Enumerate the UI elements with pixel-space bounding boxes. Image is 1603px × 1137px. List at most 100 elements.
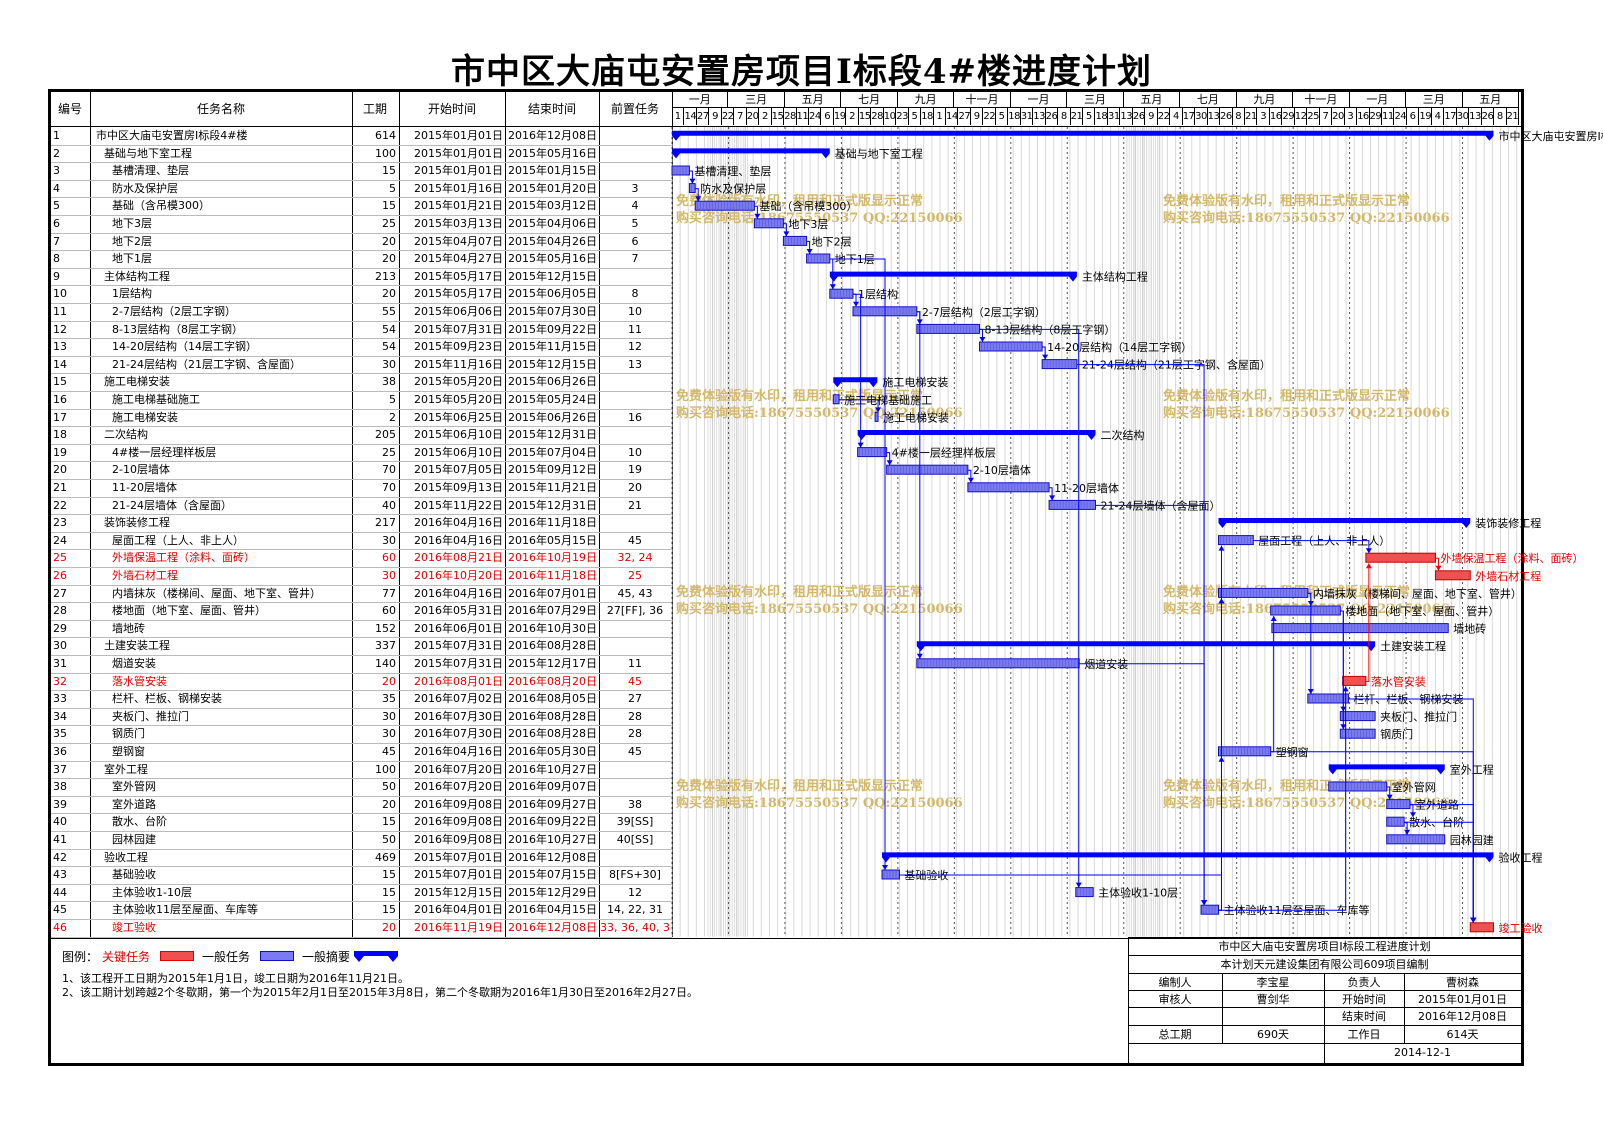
dependency-arrow bbox=[967, 477, 974, 483]
task-name: 外墙石材工程 bbox=[112, 569, 178, 582]
timeline-month: 五月 bbox=[785, 92, 842, 107]
task-end: 2015年06月05日 bbox=[508, 287, 597, 301]
table-row-divider bbox=[51, 285, 672, 287]
task-name: 土建安装工程 bbox=[104, 639, 170, 653]
page-title: 市中区大庙屯安置房项目Ⅰ标段4#楼进度计划 bbox=[450, 52, 1153, 92]
watermark-line1: 免费体验版有水印，租用和正式版显示正常 bbox=[1163, 388, 1410, 404]
task-bar bbox=[1339, 711, 1376, 722]
timeline-day: 2 bbox=[759, 108, 772, 125]
timeline-month: 三月 bbox=[1406, 92, 1463, 107]
timeline-day: 30 bbox=[1457, 108, 1470, 125]
task-end: 2016年08月05日 bbox=[508, 692, 597, 706]
task-bar bbox=[832, 394, 840, 405]
timeline-day: 17 bbox=[1444, 108, 1457, 125]
task-predecessor: 7 bbox=[631, 252, 639, 266]
task-start: 2016年07月02日 bbox=[414, 692, 503, 706]
task-predecessor: 11 bbox=[628, 657, 642, 670]
task-duration: 15 bbox=[382, 903, 396, 917]
task-bar bbox=[886, 464, 969, 475]
dependency-line bbox=[1307, 592, 1312, 694]
timeline-day: 19 bbox=[1419, 108, 1432, 125]
task-end: 2016年04月15日 bbox=[508, 903, 597, 917]
task-name: 验收工程 bbox=[104, 850, 148, 864]
timeline-day: 28 bbox=[871, 108, 884, 125]
col-start-header: 开始时间 bbox=[427, 102, 476, 116]
task-duration: 25 bbox=[382, 217, 396, 230]
timeline-month: 十一月 bbox=[954, 92, 1011, 107]
task-duration: 40 bbox=[382, 498, 396, 512]
watermark-line2: 购买咨询电话:18675550537 QQ:22150066 bbox=[676, 405, 963, 421]
task-bar bbox=[1386, 799, 1411, 810]
timeline-day: 22 bbox=[722, 108, 735, 125]
timeline-day: 22 bbox=[983, 108, 996, 125]
dependency-arrow bbox=[783, 231, 790, 237]
info-row-divider bbox=[1128, 955, 1521, 956]
task-bar bbox=[694, 200, 755, 211]
legend-critical-swatch bbox=[160, 951, 194, 961]
info-start: 2015年01月01日 bbox=[1418, 993, 1507, 1006]
task-duration: 20 bbox=[382, 252, 396, 266]
bar-label: 装饰装修工程 bbox=[1475, 516, 1541, 530]
timeline-day: 19 bbox=[834, 108, 847, 125]
timeline-day: 13 bbox=[1120, 108, 1133, 125]
timeline-day: 6 bbox=[1407, 108, 1420, 125]
timeline-day: 7 bbox=[1320, 108, 1333, 125]
task-predecessor: 28 bbox=[628, 727, 642, 741]
task-predecessor: 10 bbox=[628, 445, 642, 459]
timeline-day: 26 bbox=[1046, 108, 1059, 125]
timeline-day: 11 bbox=[1382, 108, 1395, 125]
timeline-day: 4 bbox=[1432, 108, 1445, 125]
dependency-arrow bbox=[1042, 354, 1049, 360]
task-duration: 70 bbox=[382, 481, 396, 494]
task-id: 2 bbox=[53, 146, 60, 160]
bar-label: 外墙保温工程（涂料、面砖） bbox=[1440, 551, 1583, 565]
timeline-day: 18 bbox=[921, 108, 934, 125]
watermark-line2: 购买咨询电话:18675550537 QQ:22150066 bbox=[1163, 795, 1450, 811]
timeline-month: 一月 bbox=[672, 92, 729, 107]
task-name: 塑钢窗 bbox=[112, 745, 145, 758]
task-id: 21 bbox=[53, 481, 67, 494]
task-predecessor: 38 bbox=[628, 797, 642, 811]
task-predecessor: 6 bbox=[631, 234, 639, 248]
dependency-arrow bbox=[875, 407, 882, 413]
task-id: 43 bbox=[53, 868, 67, 882]
info-start-label: 开始时间 bbox=[1342, 993, 1386, 1006]
task-duration: 205 bbox=[375, 428, 396, 442]
dependency-arrow bbox=[695, 196, 702, 202]
task-end: 2015年09月22日 bbox=[508, 322, 597, 336]
info-row-divider bbox=[1128, 937, 1521, 938]
task-start: 2015年07月01日 bbox=[414, 850, 503, 864]
task-start: 2015年01月16日 bbox=[414, 181, 503, 195]
critical-task-bar bbox=[1365, 552, 1436, 563]
task-name: 防水及保护层 bbox=[112, 181, 178, 195]
watermark-line2: 购买咨询电话:18675550537 QQ:22150066 bbox=[676, 210, 963, 226]
task-start: 2016年11月19日 bbox=[414, 921, 503, 934]
summary-bar bbox=[672, 148, 830, 159]
task-name: 4#楼一层经理样板层 bbox=[112, 445, 217, 459]
critical-task-bar bbox=[1434, 570, 1471, 581]
task-start: 2015年04月27日 bbox=[414, 252, 503, 266]
dependency-arrow bbox=[1342, 686, 1349, 692]
task-name: 装饰装修工程 bbox=[104, 516, 170, 530]
task-end: 2016年10月19日 bbox=[508, 551, 597, 565]
task-start: 2016年09月08日 bbox=[414, 833, 503, 846]
task-start: 2016年08月21日 bbox=[414, 551, 503, 565]
task-duration: 15 bbox=[382, 199, 396, 213]
task-id: 3 bbox=[53, 164, 60, 178]
task-id: 20 bbox=[53, 463, 67, 477]
table-row-divider bbox=[51, 355, 672, 357]
task-id: 37 bbox=[53, 762, 67, 776]
task-predecessor: 39[SS] bbox=[616, 815, 654, 829]
info-divider bbox=[1128, 937, 1129, 1063]
task-start: 2016年04月16日 bbox=[414, 745, 503, 758]
task-name: 二次结构 bbox=[104, 428, 148, 442]
timeline-day: 5 bbox=[909, 108, 922, 125]
task-bar bbox=[829, 288, 854, 299]
dependency-arrow bbox=[1307, 689, 1314, 694]
task-name: 21-24层结构（21层工字钢、含屋面） bbox=[112, 357, 301, 371]
task-start: 2016年04月16日 bbox=[414, 516, 503, 530]
table-row-divider bbox=[51, 778, 672, 780]
legend-summary-label: 一般摘要 bbox=[302, 950, 351, 964]
task-end: 2016年08月20日 bbox=[508, 674, 597, 688]
task-name: 2-10层墙体 bbox=[112, 463, 170, 477]
